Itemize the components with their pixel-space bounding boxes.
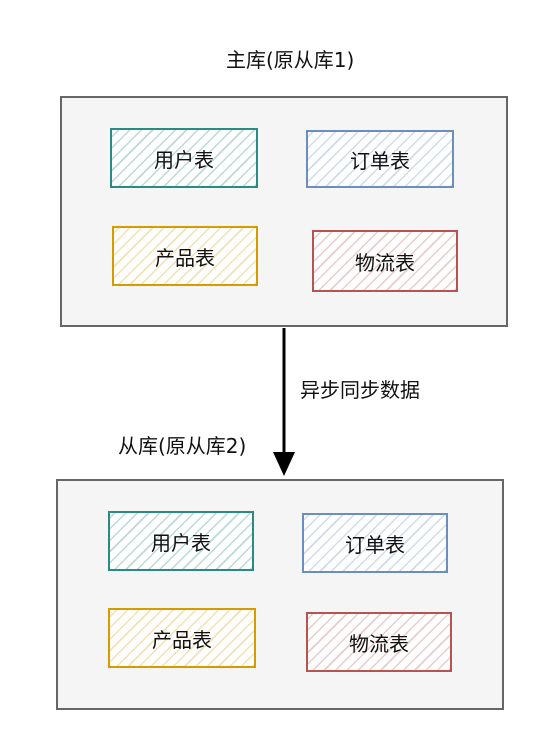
slave-logistics-table-label: 物流表 — [349, 631, 409, 656]
slave-logistics-table: 物流表 — [306, 612, 452, 672]
sync-label: 异步同步数据 — [300, 378, 420, 402]
slave-db-title: 从库(原从库2) — [118, 434, 247, 458]
master-user-table-label: 用户表 — [154, 147, 214, 172]
slave-order-table: 订单表 — [302, 513, 448, 573]
slave-user-table-label: 用户表 — [151, 530, 211, 555]
master-db-title: 主库(原从库1) — [226, 48, 355, 72]
slave-product-table-label: 产品表 — [152, 627, 212, 652]
master-user-table: 用户表 — [110, 128, 258, 188]
master-order-table: 订单表 — [306, 130, 454, 188]
slave-user-table: 用户表 — [108, 511, 254, 571]
master-product-table: 产品表 — [112, 226, 258, 286]
master-product-table-label: 产品表 — [155, 245, 215, 270]
sync-arrow-head — [273, 452, 295, 476]
slave-order-table-label: 订单表 — [345, 532, 405, 557]
master-logistics-table-label: 物流表 — [355, 250, 415, 275]
master-order-table-label: 订单表 — [350, 148, 410, 173]
slave-product-table: 产品表 — [108, 608, 256, 668]
master-logistics-table: 物流表 — [312, 230, 458, 292]
